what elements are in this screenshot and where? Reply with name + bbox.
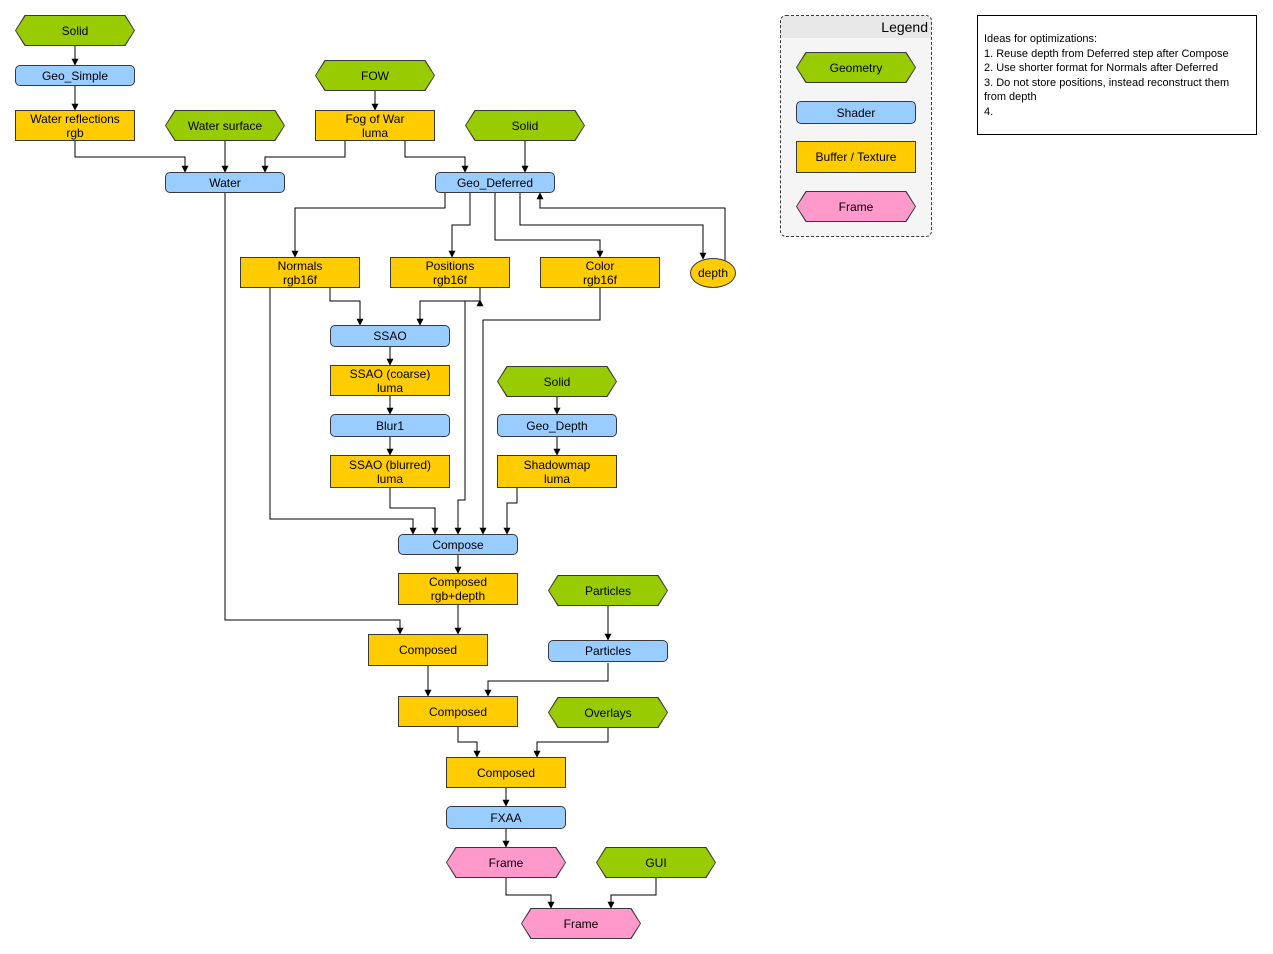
ssao-coarse-title: SSAO (coarse) [349,366,431,381]
notes-line: 4. [984,105,994,118]
normals-title: Normals [277,258,323,273]
overlays-geometry: Overlays [548,697,668,728]
solid-geometry-top: Solid [15,15,135,46]
gui-geometry: GUI [596,847,716,878]
notes-line: 3. Do not store positions, instead recon… [984,76,1230,89]
frame-output-1: Frame [446,847,566,878]
positions-buffer: Positions rgb16f [390,257,510,288]
particles-shader: Particles [548,640,668,662]
legend-shader: Shader [796,101,916,124]
composed-depth-buffer: Composed rgb+depth [398,573,518,605]
solid-top-label: Solid [16,16,134,45]
notes-line: 2. Use shorter format for Normals after … [984,62,1219,74]
notes-line: from depth [984,91,1037,103]
fog-of-war-format: luma [361,125,388,140]
ssao-shader: SSAO [330,325,450,347]
geo-simple-shader: Geo_Simple [15,65,135,86]
normals-buffer: Normals rgb16f [240,257,360,288]
color-title: Color [585,258,615,273]
water-reflections-title: Water reflections [30,111,120,126]
blur1-shader: Blur1 [330,414,450,437]
composed-buffer-1: Composed [368,634,488,666]
normals-format: rgb16f [282,272,318,287]
water-reflections-format: rgb [66,125,84,140]
fog-of-war-title: Fog of War [345,111,405,126]
ssao-blurred-title: SSAO (blurred) [348,457,432,472]
fxaa-shader: FXAA [446,806,566,829]
water-shader: Water [165,172,285,193]
frame-final-label: Frame [522,909,640,938]
solid-mid-label: Solid [466,111,584,140]
fow-geometry: FOW [315,60,435,91]
frame-1-label: Frame [447,848,565,877]
positions-format: rgb16f [432,272,468,287]
legend-geometry-label: Geometry [797,53,915,82]
composed-depth-title: Composed [428,575,488,589]
water-surface-geometry: Water surface [165,110,285,141]
ssao-coarse-buffer: SSAO (coarse) luma [330,365,450,396]
legend-geometry: Geometry [796,52,916,83]
solid-geometry-shadow: Solid [497,366,617,397]
water-surface-label: Water surface [166,111,284,140]
solid-shadow-label: Solid [498,367,616,396]
solid-geometry-mid: Solid [465,110,585,141]
shadowmap-title: Shadowmap [523,457,591,472]
shadowmap-format: luma [543,471,570,486]
geo-depth-shader: Geo_Depth [497,414,617,437]
geo-deferred-shader: Geo_Deferred [435,172,555,193]
compose-shader: Compose [398,534,518,555]
fow-label: FOW [316,61,434,90]
shadowmap-buffer: Shadowmap luma [497,455,617,488]
particles-geometry-label: Particles [549,576,667,605]
water-reflections-buffer: Water reflections rgb [15,110,135,141]
legend-title: Legend [781,16,931,38]
gui-label: GUI [597,848,715,877]
ssao-blurred-format: luma [376,471,403,486]
fog-of-war-buffer: Fog of War luma [315,110,435,141]
color-format: rgb16f [582,272,618,287]
frame-output-final: Frame [521,908,641,939]
particles-geometry: Particles [548,575,668,606]
positions-title: Positions [425,258,475,273]
ssao-blurred-buffer: SSAO (blurred) luma [330,455,450,488]
legend-frame-label: Frame [797,192,915,221]
optimization-notes: Ideas for optimizations: 1. Reuse depth … [977,15,1257,135]
legend-frame: Frame [796,191,916,222]
depth-buffer: depth [690,258,736,288]
composed-depth-format: rgb+depth [430,589,486,603]
composed-buffer-2: Composed [398,696,518,727]
composed-buffer-3: Composed [446,757,566,788]
notes-line: 1. Reuse depth from Deferred step after … [984,47,1229,60]
overlays-label: Overlays [549,698,667,727]
legend-buffer: Buffer / Texture [796,141,916,173]
color-buffer: Color rgb16f [540,257,660,288]
ssao-coarse-format: luma [376,380,403,395]
notes-line: Ideas for optimizations: [984,33,1098,45]
